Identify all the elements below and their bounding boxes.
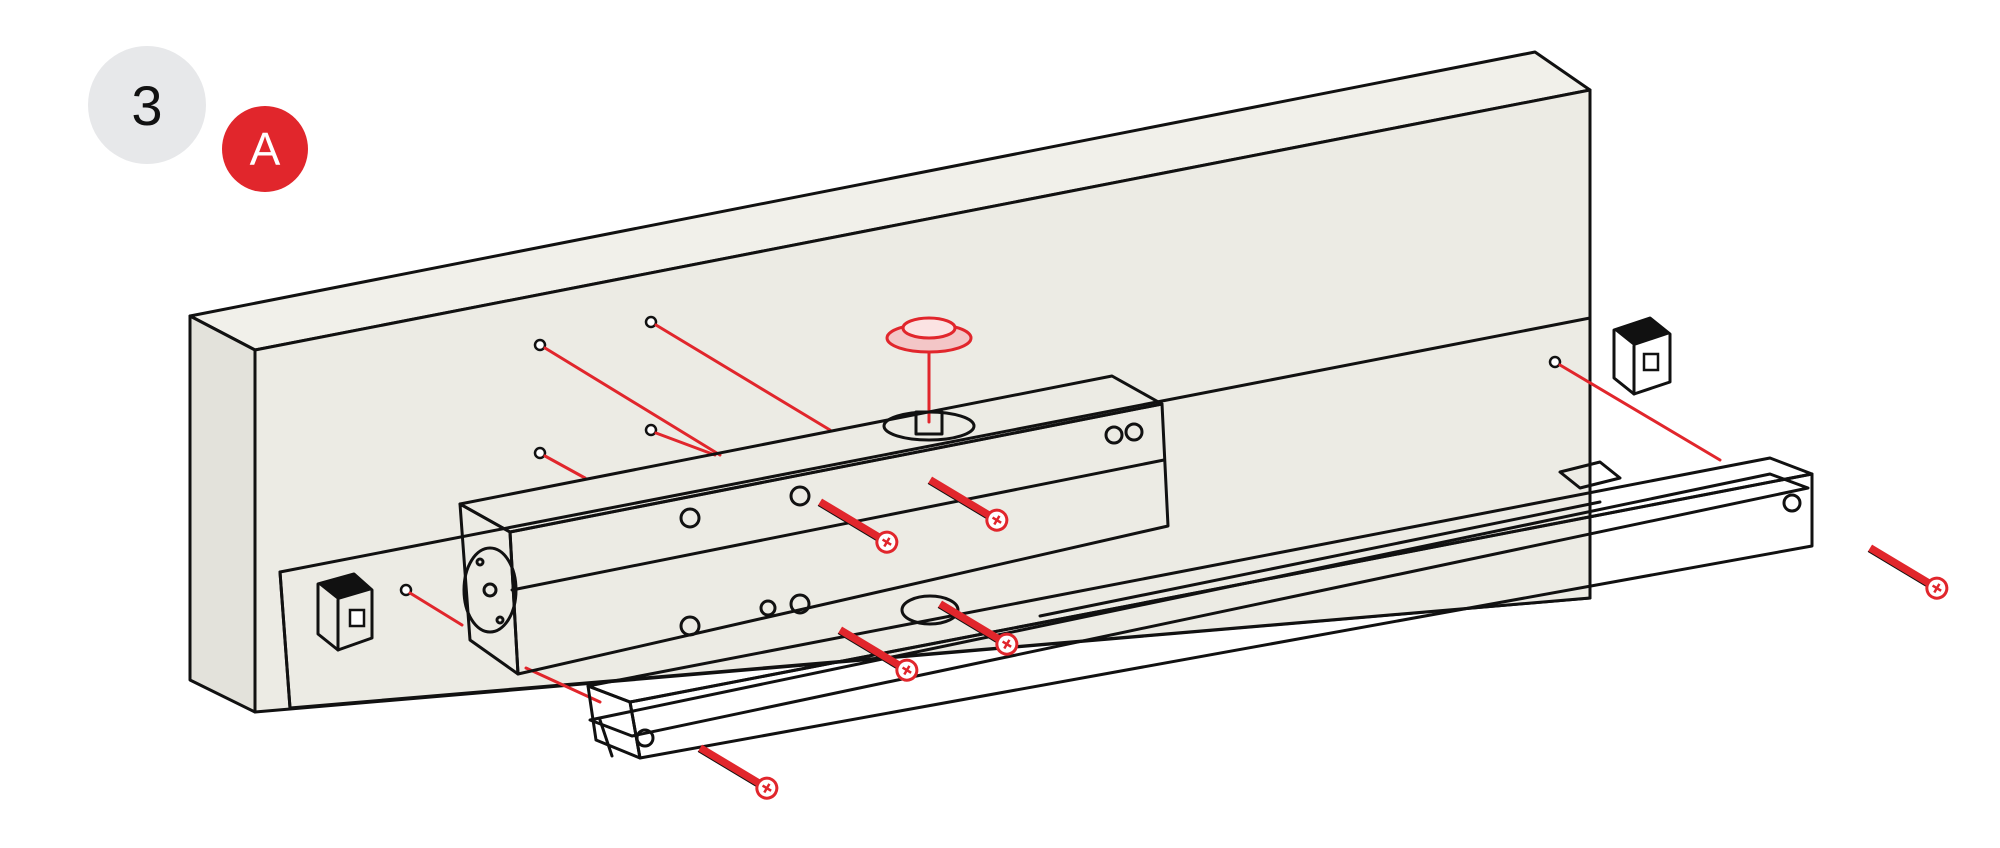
screw bbox=[1863, 537, 1953, 604]
step-number: 3 bbox=[131, 73, 163, 137]
door-panel bbox=[188, 50, 1592, 714]
door-mounting-holes bbox=[399, 315, 1562, 597]
slide-rail bbox=[586, 456, 1814, 760]
door-closer-body bbox=[458, 374, 1170, 676]
alignment-lines bbox=[408, 323, 1722, 704]
right-end-cap bbox=[1612, 316, 1672, 396]
step-number-badge: 3 bbox=[88, 46, 206, 164]
pivot-cap bbox=[885, 316, 973, 354]
left-end-cap bbox=[316, 572, 374, 652]
variant-badge: A bbox=[222, 106, 308, 192]
screw bbox=[693, 737, 783, 804]
variant-letter: A bbox=[249, 123, 281, 175]
